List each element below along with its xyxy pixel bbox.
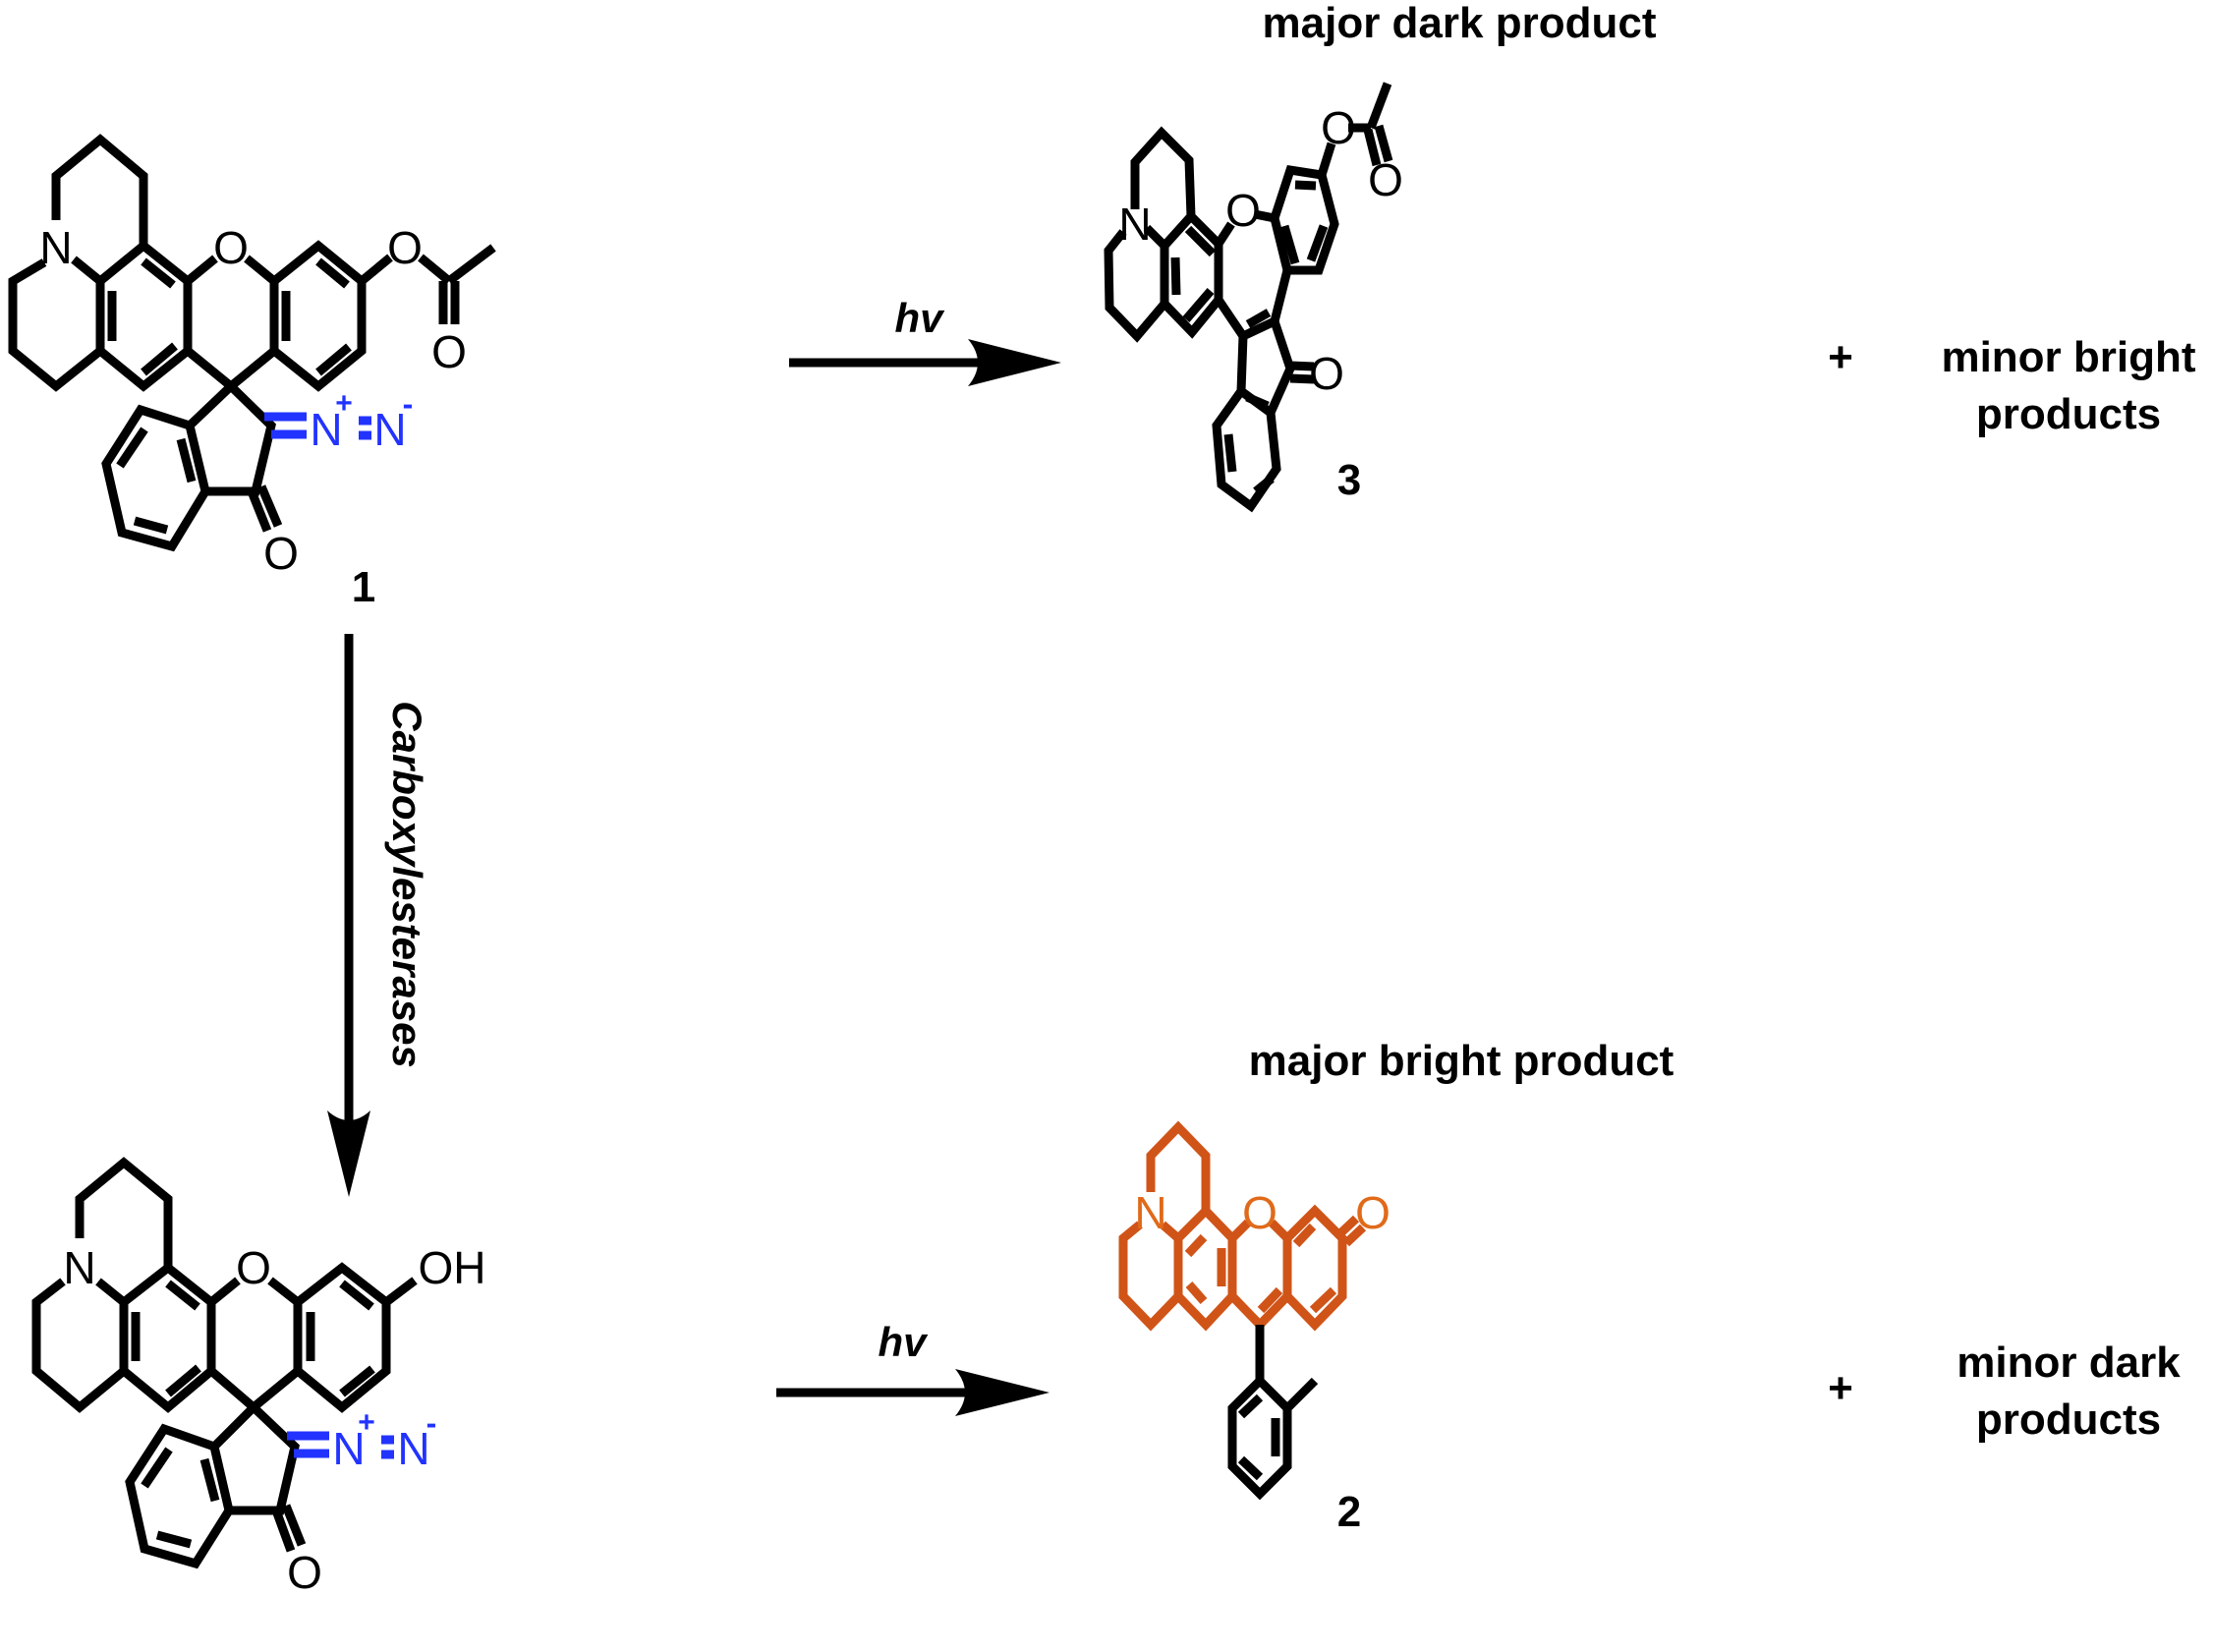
plus-charge: + [358,1406,375,1439]
compound-number-2: 2 [1337,1488,1361,1536]
diazo-n-plus: N [310,404,342,455]
carbonyl-oxygen-atom: O [1355,1187,1390,1238]
oxygen-atom: O [213,222,249,273]
minus-charge: - [426,1405,437,1441]
oxygen-atom: O [236,1242,271,1293]
hydroxyl-group: OH [419,1242,486,1293]
condition-enzyme: Carboxylesterases [384,701,430,1068]
condition-light-top: hv [894,295,945,341]
arrow-light-bottom: hv [776,1319,1050,1416]
plus-sign-top: + [1828,333,1853,381]
compound-1-diazo-bonds [264,412,371,440]
nitrogen-atom: N [63,1242,95,1293]
compound-1-deacetylated: N O OH O N + N - [31,1157,486,1598]
minor-bright-products-line1: minor bright [1941,333,2195,381]
arrowhead-icon [327,1111,370,1197]
title-major-dark-product: major dark product [1263,0,1657,47]
oxygen-atom: O [1225,185,1261,236]
compound-3: N O O O O 3 [1104,82,1403,513]
arrow-enzyme: Carboxylesterases [327,634,430,1197]
plus-charge: + [335,387,353,420]
minor-dark-products-line2: products [1976,1396,2161,1444]
nitrogen-atom: N [1134,1187,1166,1238]
minor-bright-products-line2: products [1976,390,2161,438]
compound-1-bonds [8,134,496,552]
plus-sign-bottom: + [1828,1364,1853,1412]
compound-1: N O O O O N + N - 1 [8,134,496,611]
ester-oxygen-atom: O [387,222,423,273]
nitrogen-atom: N [39,222,72,273]
carbonyl-oxygen-atom: O [1368,154,1403,205]
nitrogen-atom: N [1118,199,1151,250]
compound-number-1: 1 [352,563,375,611]
ester-oxygen-atom: O [1321,102,1356,153]
arrow-light-top: hv [789,295,1061,386]
condition-light-bottom: hv [878,1319,929,1365]
compound-number-3: 3 [1337,456,1361,504]
diazo-n-minus: N [373,404,406,455]
ketone-oxygen-atom: O [263,528,299,579]
title-major-bright-product: major bright product [1249,1037,1674,1085]
diazo-n-plus: N [332,1423,365,1474]
ketone-oxygen-atom: O [1309,348,1344,399]
carbonyl-oxygen-atom: O [431,326,467,377]
compound-2: N O O 2 [1118,1120,1390,1536]
arrowhead-icon [955,1369,1050,1416]
arrowhead-icon [968,339,1061,386]
minor-dark-products-line1: minor dark [1957,1339,2181,1387]
diazo-n-minus: N [397,1423,429,1474]
ketone-oxygen-atom: O [287,1547,322,1598]
oxygen-atom: O [1242,1187,1277,1238]
minus-charge: - [403,386,414,422]
